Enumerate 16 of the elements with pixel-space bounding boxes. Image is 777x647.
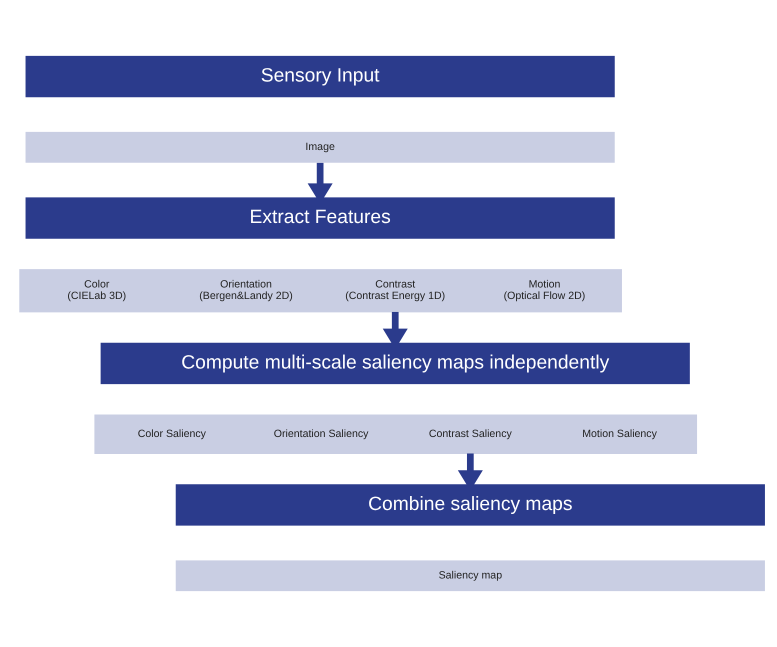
cluster [19, 269, 622, 312]
node-box: Combine saliency maps [176, 484, 765, 526]
node-text: Color Saliency [138, 428, 206, 440]
node-text: Motion Saliency [582, 428, 657, 440]
node-text: Motion (Optical Flow 2D) [504, 278, 586, 302]
cluster [94, 414, 698, 454]
node-box: Image [26, 132, 615, 163]
node-text: Color (CIELab 3D) [67, 278, 126, 302]
node-text: Contrast Saliency [428, 428, 512, 440]
node-text: Orientation (Bergen&Landy 2D) [199, 278, 293, 302]
node-box: Sensory Input [26, 56, 615, 98]
node-box: Extract Features [26, 197, 615, 239]
node-text: Contrast (Contrast Energy 1D) [345, 278, 446, 302]
node-text: Orientation Saliency [274, 428, 368, 440]
node-box: Compute multi-scale saliency maps independently [100, 342, 690, 384]
node-box: Saliency map [176, 560, 765, 592]
